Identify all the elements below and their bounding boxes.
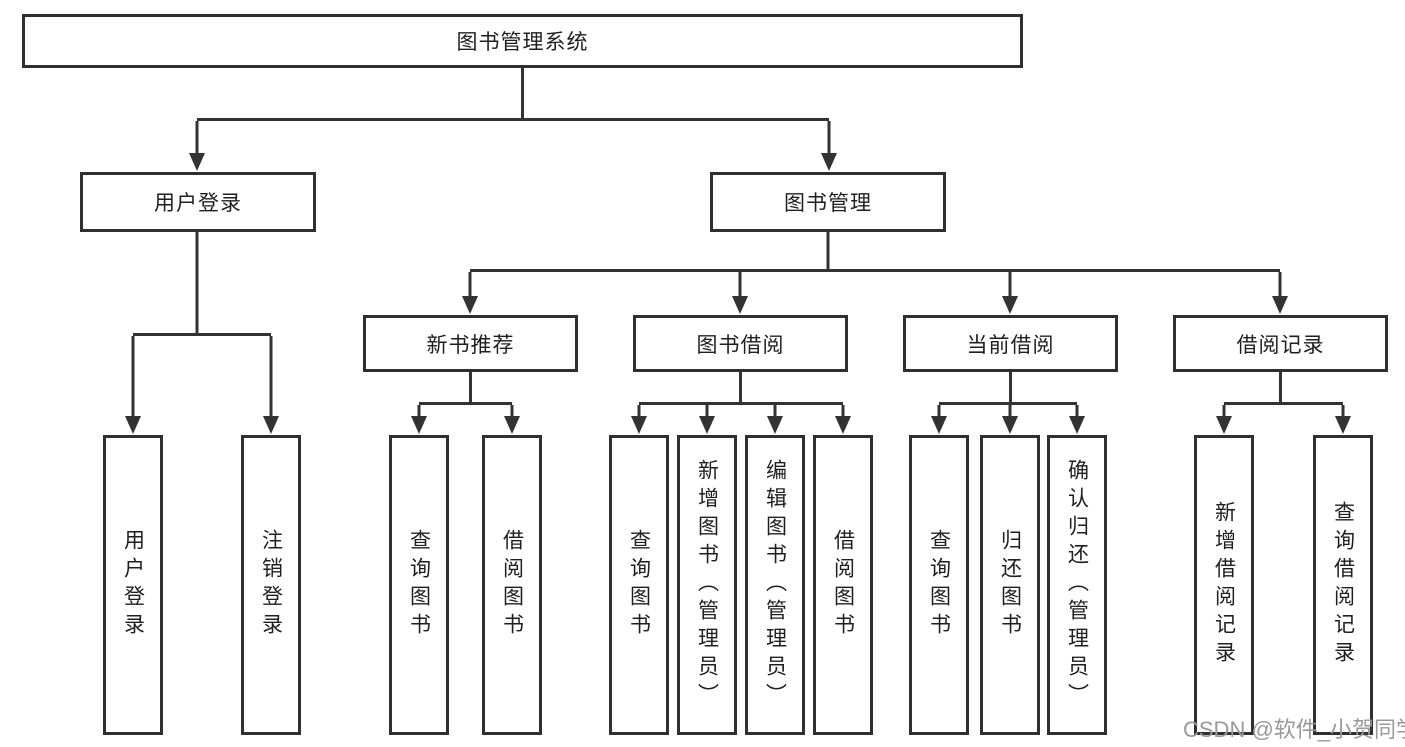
node-book-management-system: 图书管理系统 — [22, 14, 1023, 68]
leaf-br-query-borrow-record: 查询借阅记录 — [1313, 435, 1373, 735]
node-label: 归还图书 — [998, 529, 1022, 641]
node-label: 用户登录 — [154, 192, 242, 215]
node-label: 图书借阅 — [696, 333, 785, 357]
node-label: 查询图书 — [627, 529, 651, 641]
leaf-cb-return-books: 归还图书 — [980, 435, 1040, 735]
node-label: 注销登录 — [259, 529, 283, 641]
node-label: 新增借阅记录 — [1212, 501, 1236, 669]
node-borrowing-records: 借阅记录 — [1173, 315, 1388, 372]
node-label: 借阅记录 — [1236, 333, 1325, 357]
node-current-borrowing: 当前借阅 — [903, 315, 1118, 372]
leaf-bb-borrow-books: 借阅图书 — [813, 435, 873, 735]
leaf-br-add-borrow-record: 新增借阅记录 — [1194, 435, 1254, 735]
node-label: 查询借阅记录 — [1331, 501, 1355, 669]
connector-segments — [131, 68, 1345, 418]
node-label: 图书管理 — [784, 192, 872, 215]
node-label: 新书推荐 — [426, 333, 515, 357]
node-label: 图书管理系统 — [456, 31, 589, 54]
leaf-bb-add-books-admin: 新增图书（管理员） — [677, 435, 737, 735]
leaf-nbr-query-books: 查询图书 — [389, 435, 449, 735]
node-label: 借阅图书 — [831, 529, 855, 641]
leaf-bb-query-books: 查询图书 — [609, 435, 669, 735]
node-label: 借阅图书 — [500, 529, 524, 641]
node-label: 当前借阅 — [966, 333, 1055, 357]
leaf-cb-confirm-return-admin: 确认归还（管理员） — [1047, 435, 1107, 735]
leaf-nbr-borrow-books: 借阅图书 — [482, 435, 542, 735]
node-label: 查询图书 — [927, 529, 951, 641]
leaf-bb-edit-books-admin: 编辑图书（管理员） — [745, 435, 805, 735]
node-book-borrowing: 图书借阅 — [633, 315, 848, 372]
node-label: 用户登录 — [121, 529, 145, 641]
node-label: 查询图书 — [407, 529, 431, 641]
node-label: 确认归还（管理员） — [1065, 459, 1089, 711]
csdn-watermark: CSDN @软件_小贺同学 — [1183, 717, 1405, 742]
leaf-user-login: 用户登录 — [103, 435, 163, 735]
node-new-book-recommendation: 新书推荐 — [363, 315, 578, 372]
node-user-login: 用户登录 — [80, 172, 316, 232]
node-label: 新增图书（管理员） — [695, 459, 719, 711]
node-book-management: 图书管理 — [710, 172, 946, 232]
node-label: 编辑图书（管理员） — [763, 459, 787, 711]
leaf-cb-query-books: 查询图书 — [909, 435, 969, 735]
leaf-logout: 注销登录 — [241, 435, 301, 735]
arrowheads — [125, 153, 1351, 434]
